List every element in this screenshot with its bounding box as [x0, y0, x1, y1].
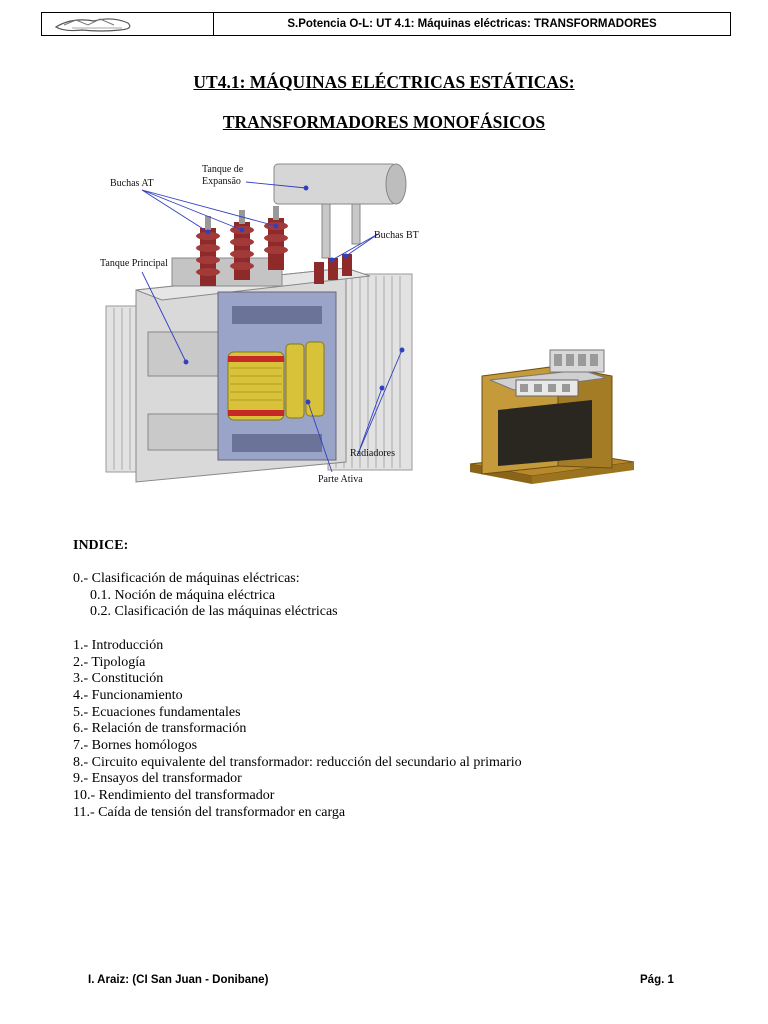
footer-page-number: Pág. 1	[640, 974, 674, 986]
index-item: 7.- Bornes homólogos	[73, 738, 198, 754]
leader-lines	[141, 181, 405, 473]
lv-bushings-drawing	[314, 254, 352, 284]
index-item: 0.- Clasificación de máquinas eléctricas…	[73, 571, 300, 586]
index-item: 3.- Constitución	[73, 671, 164, 687]
transformer-cutaway-figure: Buchas AT Tanque de Expansão Buchas BT T…	[100, 163, 419, 485]
hv-bushings-drawing	[196, 206, 288, 286]
index-subitem: 0.2. Clasificación de las máquinas eléct…	[90, 604, 338, 620]
label-tanque-principal: Tanque Principal	[100, 258, 168, 269]
index-item: 9.- Ensayos del transformador	[73, 771, 242, 787]
index-item: 1.- Introducción	[73, 637, 164, 653]
expansion-tank-drawing	[273, 163, 407, 259]
index-item: 2.- Tipología	[73, 654, 146, 670]
index-spacer	[73, 621, 713, 638]
logo-graphic	[54, 18, 131, 32]
index-item: 10.- Rendimiento del transformador	[73, 788, 275, 804]
index-item: 6.- Relación de transformación	[73, 721, 247, 737]
index-subitem: 0.1. Noción de máquina eléctrica	[90, 587, 276, 603]
school-logo	[42, 13, 214, 35]
index-item: 11.- Caída de tensión del transformador …	[73, 804, 346, 820]
index-item: 5.- Ecuaciones fundamentales	[73, 704, 241, 720]
label-parte-ativa: Parte Ativa	[318, 474, 363, 485]
label-buchas-bt: Buchas BT	[374, 230, 419, 241]
label-tanque-expansao-2: Expansão	[202, 176, 241, 187]
index-item: 8.- Circuito equivalente del transformad…	[73, 754, 522, 770]
label-radiadores: Radiadores	[350, 448, 395, 459]
label-tanque-expansao-1: Tanque de	[202, 164, 244, 175]
label-buchas-at: Buchas AT	[110, 178, 154, 189]
page-subtitle: TRANSFORMADORES MONOFÁSICOS	[222, 112, 546, 132]
page-title: UT4.1: MÁQUINAS ELÉCTRICAS ESTÁTICAS:	[193, 72, 575, 92]
index-list: 0.- Clasificación de máquinas eléctricas…	[73, 571, 713, 822]
active-part-drawing	[217, 291, 337, 461]
page-header: S.Potencia O-L: UT 4.1: Máquinas eléctri…	[41, 12, 731, 36]
single-phase-transformer-photo	[469, 349, 635, 484]
index-heading: INDICE:	[73, 538, 129, 553]
index-item: 4.- Funcionamiento	[73, 687, 183, 703]
header-title: S.Potencia O-L: UT 4.1: Máquinas eléctri…	[287, 18, 657, 30]
footer-author: I. Araiz: (CI San Juan - Donibane)	[88, 974, 269, 986]
